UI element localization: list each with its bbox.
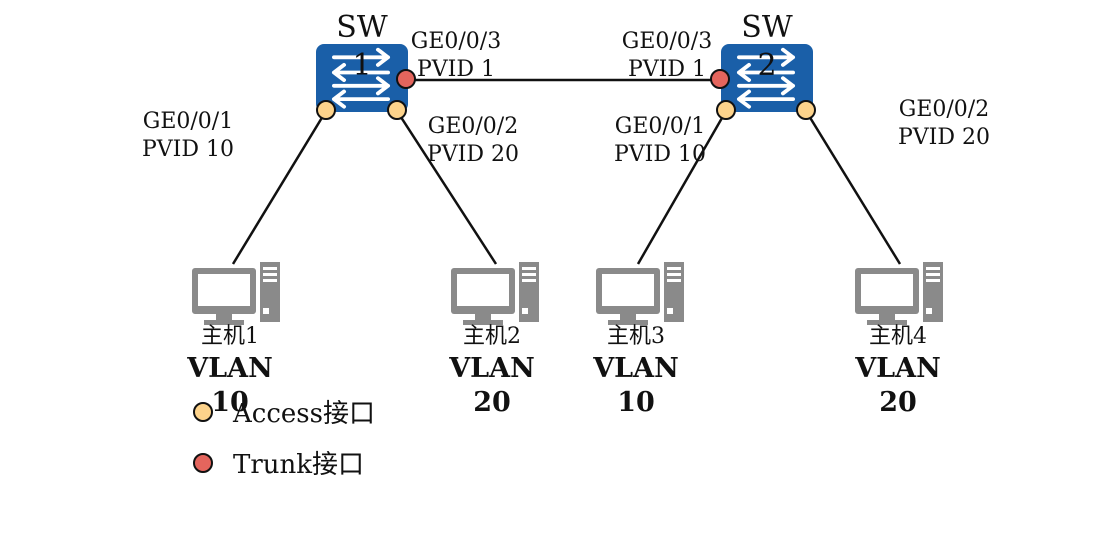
switch-1-name: SW: [336, 10, 388, 45]
host-4-vlan: VLAN: [854, 353, 941, 384]
port-dots: [316, 69, 816, 120]
access-port-dot-icon: [193, 402, 213, 422]
switch-1[interactable]: SW 1: [316, 10, 408, 112]
sw1-ge3-name: GE0/0/3: [411, 29, 501, 54]
link-sw1-host1: [231, 110, 328, 265]
port-labels: GE0/0/3 PVID 1 GE0/0/1 PVID 10 GE0/0/2 P…: [142, 29, 990, 167]
switch-1-number: 1: [352, 48, 371, 83]
access-port-dot-icon[interactable]: [316, 100, 336, 120]
host-2-name: 主机2: [463, 324, 521, 349]
access-port-dot-icon[interactable]: [796, 100, 816, 120]
trunk-port-dot-icon[interactable]: [710, 69, 730, 89]
sw2-ge2-name: GE0/0/2: [899, 97, 989, 122]
link-sw1-host2: [395, 110, 498, 265]
switch-2[interactable]: SW 2: [721, 10, 813, 112]
legend-access-label: Access接口: [232, 399, 375, 429]
link-sw2-host4: [804, 110, 902, 265]
sw1-ge2-name: GE0/0/2: [428, 114, 518, 139]
sw2-ge3-name: GE0/0/3: [622, 29, 712, 54]
host-3-vlan: VLAN: [592, 353, 679, 384]
sw2-ge2-pvid: PVID 20: [898, 125, 990, 150]
desktop-computer-icon: [451, 262, 539, 325]
legend: Access接口 Trunk接口: [193, 399, 375, 480]
switch-icon: [721, 44, 813, 112]
host-4[interactable]: 主机4 VLAN 20: [854, 262, 943, 418]
host-1-vlan: VLAN: [186, 353, 273, 384]
link-sw2-host3: [636, 110, 728, 265]
desktop-computer-icon: [596, 262, 684, 325]
access-port-dot-icon[interactable]: [387, 100, 407, 120]
sw2-ge3-pvid: PVID 1: [628, 57, 706, 82]
switch-2-number: 2: [757, 48, 776, 83]
sw1-ge1-name: GE0/0/1: [143, 109, 233, 134]
host-4-vlan-id: 20: [879, 387, 917, 418]
sw2-ge1-pvid: PVID 10: [614, 142, 706, 167]
switch-2-name: SW: [741, 10, 793, 45]
host-1-vlan-id: 10: [211, 387, 249, 418]
host-1-name: 主机1: [201, 324, 259, 349]
switch-icon: [316, 44, 408, 112]
host-2[interactable]: 主机2 VLAN 20: [448, 262, 539, 418]
trunk-port-dot-icon: [193, 453, 213, 473]
host-3-vlan-id: 10: [617, 387, 655, 418]
host-1[interactable]: 主机1 VLAN 10: [186, 262, 280, 418]
sw1-ge1-pvid: PVID 10: [142, 137, 234, 162]
desktop-computer-icon: [192, 262, 280, 325]
host-3-name: 主机3: [607, 324, 665, 349]
trunk-port-dot-icon[interactable]: [396, 69, 416, 89]
host-2-vlan-id: 20: [473, 387, 511, 418]
legend-trunk-label: Trunk接口: [233, 450, 364, 480]
links: [231, 78, 902, 265]
sw2-ge1-name: GE0/0/1: [615, 114, 705, 139]
access-port-dot-icon[interactable]: [716, 100, 736, 120]
desktop-computer-icon: [855, 262, 943, 325]
host-2-vlan: VLAN: [448, 353, 535, 384]
sw1-ge2-pvid: PVID 20: [427, 142, 519, 167]
host-4-name: 主机4: [869, 324, 927, 349]
host-3[interactable]: 主机3 VLAN 10: [592, 262, 684, 418]
sw1-ge3-pvid: PVID 1: [417, 57, 495, 82]
